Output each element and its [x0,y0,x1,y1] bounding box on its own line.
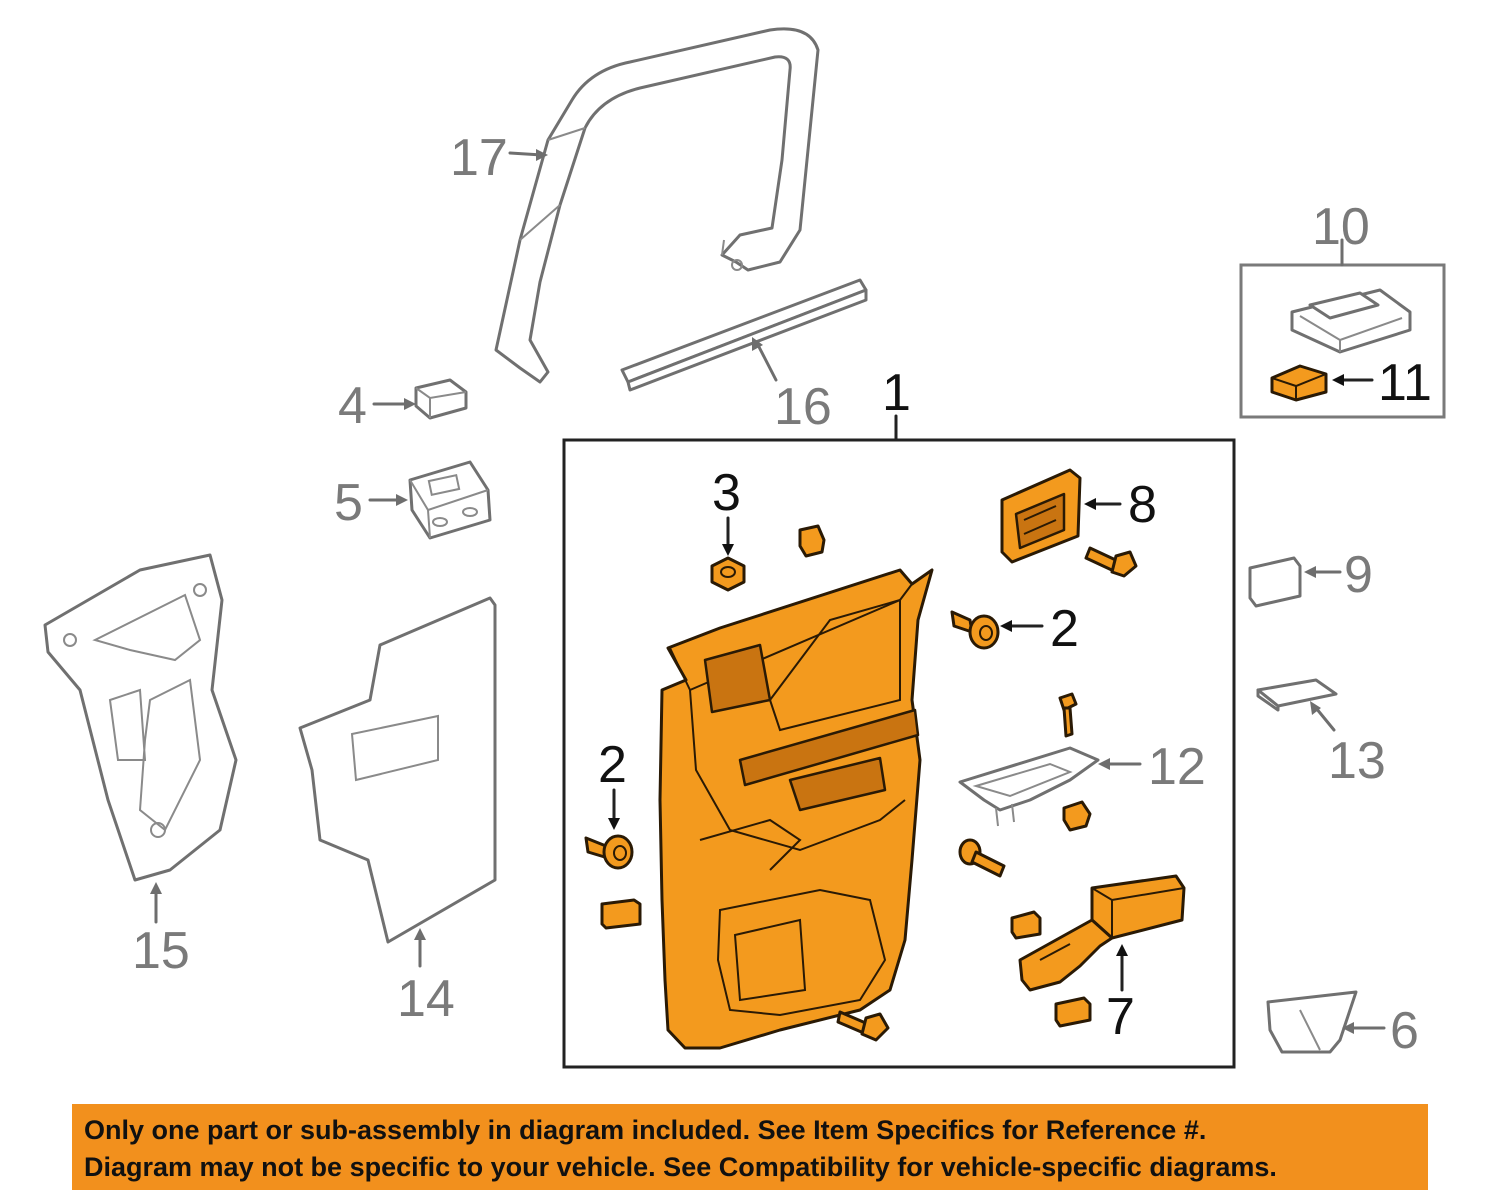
part-13-insert [1256,678,1338,712]
part-16-belt-molding [620,278,868,392]
screw-middle [958,838,1006,878]
screw-upper-right [1084,546,1138,578]
callout-9: 9 [1344,546,1373,604]
callout-10: 10 [1312,198,1370,256]
callout-13: 13 [1328,732,1386,790]
callout-6: 6 [1390,1002,1419,1060]
callout-2-lower: 2 [598,736,627,794]
disclaimer-line-1: Only one part or sub-assembly in diagram… [84,1115,1207,1145]
callout-8: 8 [1128,476,1157,534]
clip-blocks [600,898,1092,1028]
part-17-window-frame-molding [494,27,820,384]
screw-bottom [836,1010,890,1042]
part-2-retainer-lower [584,834,634,870]
part-7-armrest [1018,874,1186,992]
part-8-inside-handle [1000,468,1082,564]
part-15-door-module [43,553,238,882]
disclaimer-line-2: Diagram may not be specific to your vehi… [84,1152,1277,1182]
part-2-retainer-upper [950,610,1000,650]
part-12-switch-bezel [958,692,1100,832]
trim-clip [798,524,826,558]
part-3-nut [710,556,746,592]
callout-3: 3 [712,464,741,522]
callout-4: 4 [338,377,367,435]
part-6-garnish [1266,990,1358,1054]
callout-7: 7 [1106,988,1135,1046]
part-14-water-deflector [298,596,497,944]
part-4-clip [414,378,468,420]
disclaimer-banner: Only one part or sub-assembly in diagram… [72,1104,1428,1190]
part-1-door-trim-panel [658,568,934,1050]
callout-5: 5 [334,474,363,532]
part-11-window-switch [1270,364,1328,402]
part-5-bracket [408,460,492,540]
callout-15: 15 [132,922,190,980]
callout-14: 14 [397,970,455,1028]
leader-lines [150,149,1386,1034]
callout-2-upper: 2 [1050,600,1079,658]
callout-11: 11 [1378,354,1432,412]
callout-17: 17 [450,129,508,187]
part-9-cover [1248,556,1302,608]
part-1-group-box [562,438,1236,1069]
callout-16: 16 [774,378,832,436]
callout-labels: 17 16 4 5 15 14 10 9 13 12 6 1 3 8 2 2 7… [132,129,1432,1060]
part-10-switch-bezel [1290,288,1412,354]
callout-1: 1 [882,364,911,422]
callout-12: 12 [1148,738,1206,796]
